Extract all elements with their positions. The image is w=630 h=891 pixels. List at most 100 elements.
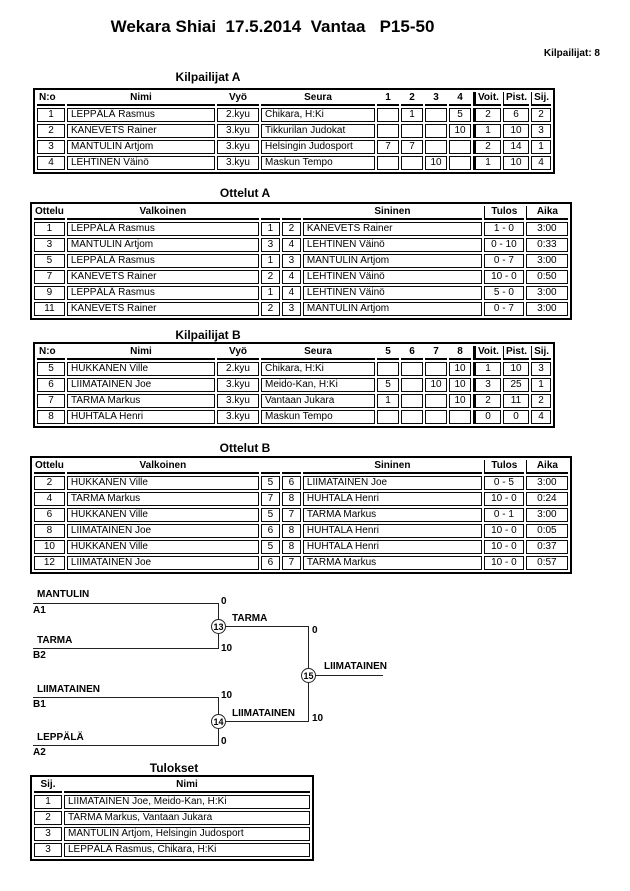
cell-tulos: 0 - 5 [483, 476, 524, 490]
cell-score-5: 5 [377, 378, 399, 392]
table-row: 3 MANTULIN Artjom 3.kyu Helsingin Judosp… [37, 140, 552, 154]
cell-nimi: LEPPÄLÄ Rasmus [67, 108, 215, 122]
cell-valkoinen: KANEVETS Rainer [66, 270, 259, 284]
cell-ottelu: 9 [34, 286, 65, 300]
cell-sininen-no: 4 [281, 238, 301, 252]
bracket-line [218, 721, 309, 722]
cell-no: 3 [37, 140, 65, 154]
col-header-pist: Pist. [502, 92, 530, 106]
cell-valkoinen: LIIMATAINEN Joe [66, 524, 259, 538]
cell-ottelu: 8 [34, 524, 65, 538]
cell-score-5 [377, 362, 399, 376]
cell-valkoinen-no: 5 [260, 540, 280, 554]
cell-seura: Meido-Kan, H:Ki [261, 378, 375, 392]
cell-sij: 4 [531, 156, 552, 170]
bracket-entry-name: LEPPÄLÄ [37, 732, 84, 743]
col-header-seura: Seura [261, 346, 375, 360]
table-row: 3 MANTULIN Artjom 3 4 LEHTINEN Väinö 0 -… [34, 238, 568, 252]
cell-score-1 [377, 124, 399, 138]
cell-valkoinen-no: 3 [260, 238, 280, 252]
cell-vyo: 2.kyu [217, 362, 259, 376]
cell-seura: Chikara, H:Ki [261, 362, 375, 376]
bracket-entry-name: LIIMATAINEN [37, 684, 100, 695]
cell-score-7: 10 [425, 378, 447, 392]
kilpailijat-b-table: N:o Nimi Vyö Seura 5 6 7 8 Voit. Pist. S… [33, 342, 556, 428]
cell-nimi: LIIMATAINEN Joe [67, 378, 215, 392]
cell-score-6 [401, 410, 423, 424]
cell-sininen: MANTULIN Artjom [302, 254, 482, 268]
cell-nimi: MANTULIN Artjom, Helsingin Judosport [64, 827, 310, 841]
bracket-seed-label: A2 [33, 747, 46, 758]
cell-seura: Tikkurilan Judokat [261, 124, 375, 138]
col-header-valkoinen: Valkoinen [66, 206, 259, 220]
cell-valkoinen: LIIMATAINEN Joe [66, 556, 259, 570]
cell-ottelu: 2 [34, 476, 65, 490]
cell-sininen-no: 3 [281, 254, 301, 268]
page-title: Wekara Shiai 17.5.2014 Vantaa P15-50 [110, 17, 435, 36]
bracket-entry-name: TARMA [37, 635, 73, 646]
col-header-pist: Pist. [502, 346, 530, 360]
table-header-row: Sij. Nimi [34, 779, 310, 793]
table-row: 7 TARMA Markus 3.kyu Vantaan Jukara 1 10… [37, 394, 552, 408]
cell-seura: Vantaan Jukara [261, 394, 375, 408]
cell-voit: 2 [473, 108, 501, 122]
cell-tulos: 10 - 0 [483, 524, 524, 538]
col-header-sininen: Sininen [302, 460, 482, 474]
cell-score-3 [425, 140, 447, 154]
cell-valkoinen: HUKKANEN Ville [66, 476, 259, 490]
col-header-spacer-2 [281, 460, 301, 474]
cell-nimi: HUHTALA Henri [67, 410, 215, 424]
cell-score-1 [377, 108, 399, 122]
bracket-line [218, 626, 309, 627]
cell-valkoinen-no: 1 [260, 222, 280, 236]
table-header-row: N:o Nimi Vyö Seura 1 2 3 4 Voit. Pist. S… [37, 92, 552, 106]
section-heading-kilpailijat-a: Kilpailijat A [175, 70, 241, 84]
cell-sininen: TARMA Markus [302, 556, 482, 570]
section-heading-ottelut-a: Ottelut A [219, 186, 271, 200]
table-row: 5 LEPPÄLÄ Rasmus 1 3 MANTULIN Artjom 0 -… [34, 254, 568, 268]
cell-valkoinen-no: 5 [260, 476, 280, 490]
table-row: 4 TARMA Markus 7 8 HUHTALA Henri 10 - 0 … [34, 492, 568, 506]
cell-sininen: LEHTINEN Väinö [302, 286, 482, 300]
cell-valkoinen: LEPPÄLÄ Rasmus [66, 222, 259, 236]
bracket-line [33, 603, 219, 604]
cell-score-2 [401, 124, 423, 138]
table-row: 2 TARMA Markus, Vantaan Jukara [34, 811, 310, 825]
cell-aika: 3:00 [525, 302, 568, 316]
cell-score-5 [377, 410, 399, 424]
bracket-winner-name: TARMA [232, 613, 268, 624]
cell-no: 8 [37, 410, 65, 424]
cell-aika: 0:50 [525, 270, 568, 284]
cell-tulos: 5 - 0 [483, 286, 524, 300]
cell-score-7 [425, 362, 447, 376]
cell-score-4: 5 [449, 108, 471, 122]
cell-vyo: 2.kyu [217, 108, 259, 122]
bracket-match-number: 14 [211, 714, 226, 729]
cell-ottelu: 1 [34, 222, 65, 236]
cell-score-4 [449, 140, 471, 154]
bracket-entry-name: MANTULIN [37, 589, 90, 600]
cell-sij: 3 [34, 827, 62, 841]
cell-score-4: 10 [449, 124, 471, 138]
cell-valkoinen-no: 6 [260, 556, 280, 570]
cell-seura: Maskun Tempo [261, 156, 375, 170]
cell-valkoinen: MANTULIN Artjom [66, 238, 259, 252]
cell-tulos: 0 - 7 [483, 254, 524, 268]
bracket-score: 0 [312, 625, 318, 636]
col-header-voit: Voit. [473, 92, 501, 106]
table-row: 5 HUKKANEN Ville 2.kyu Chikara, H:Ki 10 … [37, 362, 552, 376]
table-row: 8 LIIMATAINEN Joe 6 8 HUHTALA Henri 10 -… [34, 524, 568, 538]
bracket-seed-label: A1 [33, 605, 46, 616]
cell-score-6 [401, 378, 423, 392]
bracket-seed-label: B2 [33, 650, 46, 661]
cell-valkoinen-no: 2 [260, 270, 280, 284]
col-header-sininen: Sininen [302, 206, 482, 220]
table-row: 2 KANEVETS Rainer 3.kyu Tikkurilan Judok… [37, 124, 552, 138]
col-header-7: 7 [425, 346, 447, 360]
col-header-spacer-2 [281, 206, 301, 220]
cell-aika: 0:37 [525, 540, 568, 554]
cell-no: 5 [37, 362, 65, 376]
cell-aika: 0:24 [525, 492, 568, 506]
cell-ottelu: 11 [34, 302, 65, 316]
cell-sij: 3 [34, 843, 62, 857]
